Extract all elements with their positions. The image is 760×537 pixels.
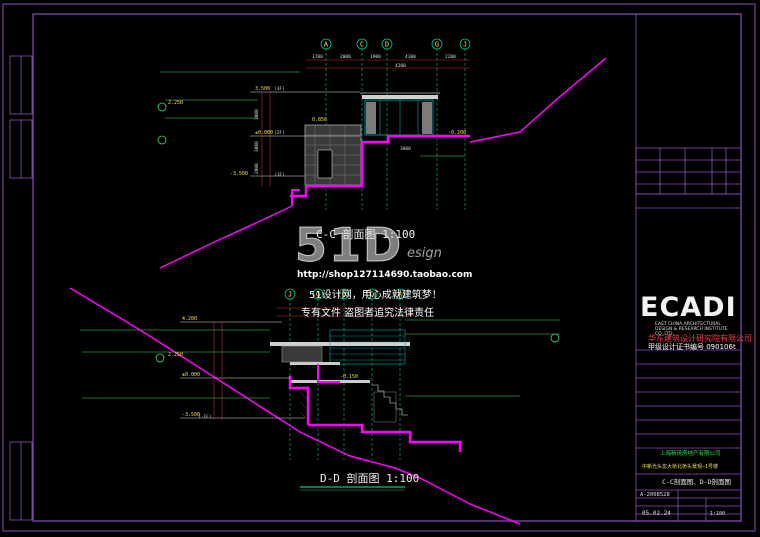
dim-top-4: 4100	[405, 54, 416, 60]
axis-top-bubble-1	[356, 38, 368, 50]
dim-cc-v1: 3000	[254, 109, 260, 120]
level-cc-3: ±0.000	[255, 130, 273, 136]
axis-top-label-1: C	[360, 41, 364, 49]
axis-top-bubble-3	[431, 38, 443, 50]
tb-client: 上海新茂房地产有限公司	[660, 449, 721, 457]
brand-english-name: EAST CHINA ARCHITECTURAL DESIGN & RESEAR…	[655, 322, 728, 337]
dim-top-1: 1700	[312, 54, 323, 60]
level-cc-2: 2.250	[168, 100, 183, 106]
dim-cc-h: 3000	[400, 146, 411, 152]
level-cc-4: -3.500	[230, 171, 248, 177]
slope-line-dd	[69, 287, 521, 525]
slope-line-cc-left	[159, 205, 293, 269]
level-dd-4: -3.500	[182, 412, 200, 418]
slope-line-cc-right	[469, 57, 607, 143]
level-dd-2: 2.250	[168, 352, 183, 358]
level-dd-3: ±0.000	[182, 372, 200, 378]
section-title-dd-text: D-D 剖面图 1:100	[320, 471, 419, 485]
dim-cc-v3: 2000	[254, 163, 260, 174]
axis-bottom-bubble-3	[366, 288, 378, 300]
axis-top-bubble-2	[381, 38, 393, 50]
sheet-border-outer	[2, 3, 756, 532]
axis-top-label-0: A	[324, 41, 329, 49]
section-dd	[80, 298, 560, 460]
tb-drawing: C-C剖面图、D-D剖面图	[662, 477, 731, 486]
axis-top-bubble-4	[459, 38, 471, 50]
floor-mark-4: (-1F)	[198, 414, 212, 420]
level-cc-5: 0.850	[312, 117, 327, 123]
level-dd-5: -0.150	[340, 374, 358, 380]
axis-top-bubble-0	[320, 38, 332, 50]
title-block-frame	[635, 14, 742, 521]
dim-top-5: 2200	[445, 54, 456, 60]
axis-bottom-bubble-0	[284, 288, 296, 300]
axis-bottom-label-3: C	[370, 291, 374, 299]
brand-certificate: 甲级设计证书编号 090106t	[648, 343, 736, 351]
axis-top-label-4: J	[463, 41, 467, 49]
left-binding-stamps	[9, 55, 33, 521]
dim-cc-v2: 3000	[254, 141, 260, 152]
level-dd-1: 4.200	[182, 316, 197, 322]
section-title-dd: D-D 剖面图 1:100	[300, 471, 419, 491]
floor-mark-3: (1F)	[274, 172, 285, 178]
level-cc-1: 3.500	[255, 86, 270, 92]
floor-mark-1: (3F)	[274, 86, 285, 92]
tb-drawing-no: A-2008528	[640, 492, 670, 498]
tb-date: 05.02.24	[642, 510, 671, 517]
floor-mark-2: (2F)	[274, 130, 285, 136]
tb-project: 中新光头龙大桥北桥头景观—1号楼	[642, 463, 718, 470]
sheet-border-inner	[32, 13, 742, 522]
axis-bottom-label-1: G	[316, 291, 320, 299]
section-cc	[157, 48, 470, 210]
dim-top-3: 1900	[370, 54, 381, 60]
axis-top-label-2: D	[385, 41, 389, 49]
tb-scale: 1:100	[710, 511, 725, 517]
axis-bottom-label-2: D	[342, 291, 346, 299]
axis-bottom-bubble-2	[338, 288, 350, 300]
dim-top-2: 2000	[340, 54, 351, 60]
dim-top-6: 4200	[395, 63, 406, 69]
axis-bottom-bubble-4	[394, 288, 406, 300]
section-title-cc: C-C 剖面图 1:100	[316, 227, 415, 241]
section-title-cc-text: C-C 剖面图 1:100	[316, 227, 415, 241]
brand-logo: ECADI	[640, 292, 737, 323]
axis-bottom-bubble-1	[312, 288, 324, 300]
axis-bottom-label-4: A	[398, 291, 403, 299]
axis-bottom-label-0: J	[288, 291, 292, 299]
level-cc-6: -0.200	[448, 130, 466, 136]
brand-chinese-name: 华东建筑设计研究院有限公司	[648, 334, 752, 343]
axis-top-label-3: G	[435, 41, 439, 49]
